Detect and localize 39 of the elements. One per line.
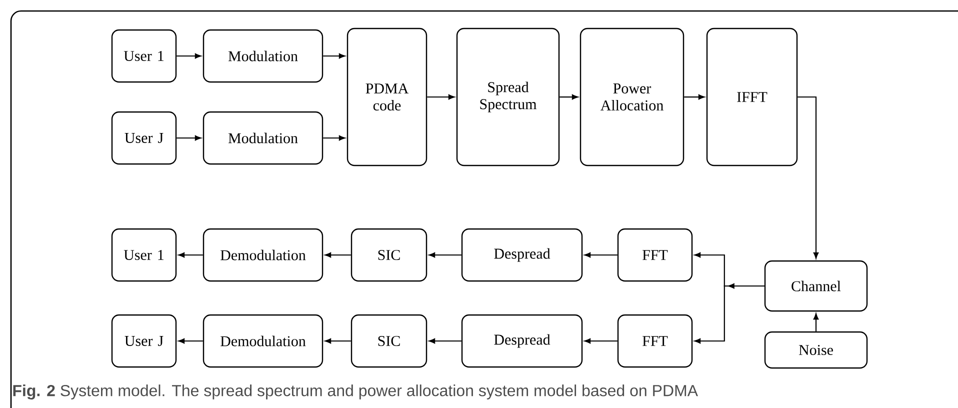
- process-box: Channel: [764, 260, 868, 312]
- arrow: [427, 94, 455, 100]
- process-box: Demodulation: [202, 314, 324, 368]
- arrow: [798, 96, 819, 259]
- caption: Fig. 2 System model. The spread spectrum and power allocation system model based on PDMA: [13, 384, 698, 400]
- arrow: [560, 94, 578, 100]
- process-box: Modulation: [202, 29, 324, 83]
- arrow: [324, 338, 351, 344]
- user-box: User J: [111, 111, 177, 165]
- arrow: [694, 285, 764, 344]
- arrow: [178, 252, 203, 258]
- arrow: [324, 252, 351, 258]
- process-box: Power Allocation: [580, 28, 684, 166]
- process-box: PDMA code: [346, 28, 428, 166]
- arrow: [178, 338, 203, 344]
- process-box: FFT: [617, 228, 693, 282]
- arrow: [428, 338, 462, 344]
- process-box: Noise: [764, 331, 868, 369]
- arrow: [323, 135, 346, 141]
- process-box: Modulation: [202, 111, 324, 165]
- user-box: User 1: [111, 228, 177, 282]
- process-box: Despread: [461, 314, 583, 368]
- arrow: [813, 313, 819, 332]
- process-box: Despread: [461, 228, 583, 282]
- process-box: SIC: [350, 314, 428, 368]
- user-box: User 1: [111, 29, 177, 83]
- arrow: [176, 135, 202, 141]
- process-box: FFT: [617, 314, 693, 368]
- process-box: SIC: [350, 228, 428, 282]
- process-box: Demodulation: [202, 228, 324, 282]
- process-box: IFFT: [706, 28, 798, 166]
- user-box: User J: [111, 314, 177, 368]
- arrow: [584, 252, 618, 258]
- arrow: [323, 53, 346, 59]
- arrow: [684, 94, 705, 100]
- arrow: [176, 53, 202, 59]
- arrow: [584, 338, 618, 344]
- arrow: [428, 252, 462, 258]
- process-box: Spread Spectrum: [456, 28, 560, 166]
